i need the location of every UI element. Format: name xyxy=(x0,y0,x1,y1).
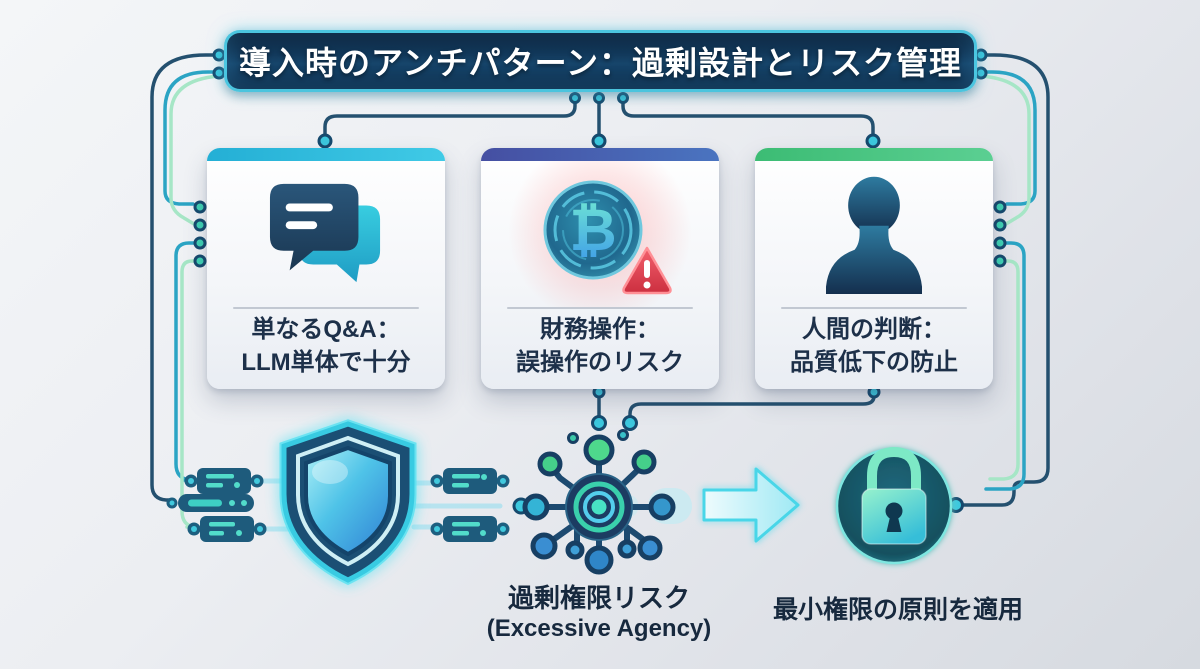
card-accent-bar xyxy=(207,148,445,161)
arrow-right-icon xyxy=(702,467,800,543)
card-financial-risk: ₿ 財務操作： 誤操作のリスク xyxy=(481,148,719,389)
circuit-chip-right-1 xyxy=(430,468,510,494)
title-banner: 導入時のアンチパターン：過剰設計とリスク管理 xyxy=(224,30,977,92)
page-title: 導入時のアンチパターン：過剰設計とリスク管理 xyxy=(238,45,963,81)
circuit-chip-right-2 xyxy=(430,516,510,542)
bitcoin-warning-icon: ₿ xyxy=(543,180,672,295)
card-accent-bar xyxy=(481,148,719,161)
circuit-chip-left-3 xyxy=(187,516,267,542)
card-divider xyxy=(507,307,693,309)
circuit-chip-left-1 xyxy=(184,468,264,494)
lock-label: 最小権限の原則を適用 xyxy=(772,596,1023,624)
person-icon xyxy=(826,176,922,294)
title-to-cards-connectors xyxy=(323,99,875,140)
left-circuit-lines xyxy=(150,53,221,529)
cards-to-hub-connectors xyxy=(597,392,876,421)
network-hub-icon xyxy=(522,429,676,575)
card-simple-qa: 単なるQ&A： LLM単体で十分 xyxy=(207,148,445,389)
padlock-icon xyxy=(835,446,953,565)
card-label: 単なるQ&A： LLM単体で十分 xyxy=(241,315,411,376)
card-divider xyxy=(781,307,967,309)
shield-icon xyxy=(279,419,417,585)
hub-label-line2: (Excessive Agency) xyxy=(486,614,712,642)
card-accent-bar xyxy=(755,148,993,161)
circuit-nodes xyxy=(193,48,1007,515)
card-label: 人間の判断： 品質低下の防止 xyxy=(790,315,958,376)
circuit-chip-left-2 xyxy=(166,494,254,512)
card-human-judgment: 人間の判断： 品質低下の防止 xyxy=(755,148,993,389)
card-divider xyxy=(233,307,419,309)
hub-label: 過剰権限リスク (Excessive Agency) xyxy=(447,583,751,644)
chat-bubbles-icon xyxy=(269,183,381,283)
hub-label-line1: 過剰権限リスク xyxy=(507,583,690,613)
svg-text:₿: ₿ xyxy=(569,196,616,264)
card-label: 財務操作： 誤操作のリスク xyxy=(516,315,684,376)
right-circuit-lines xyxy=(960,53,1050,507)
